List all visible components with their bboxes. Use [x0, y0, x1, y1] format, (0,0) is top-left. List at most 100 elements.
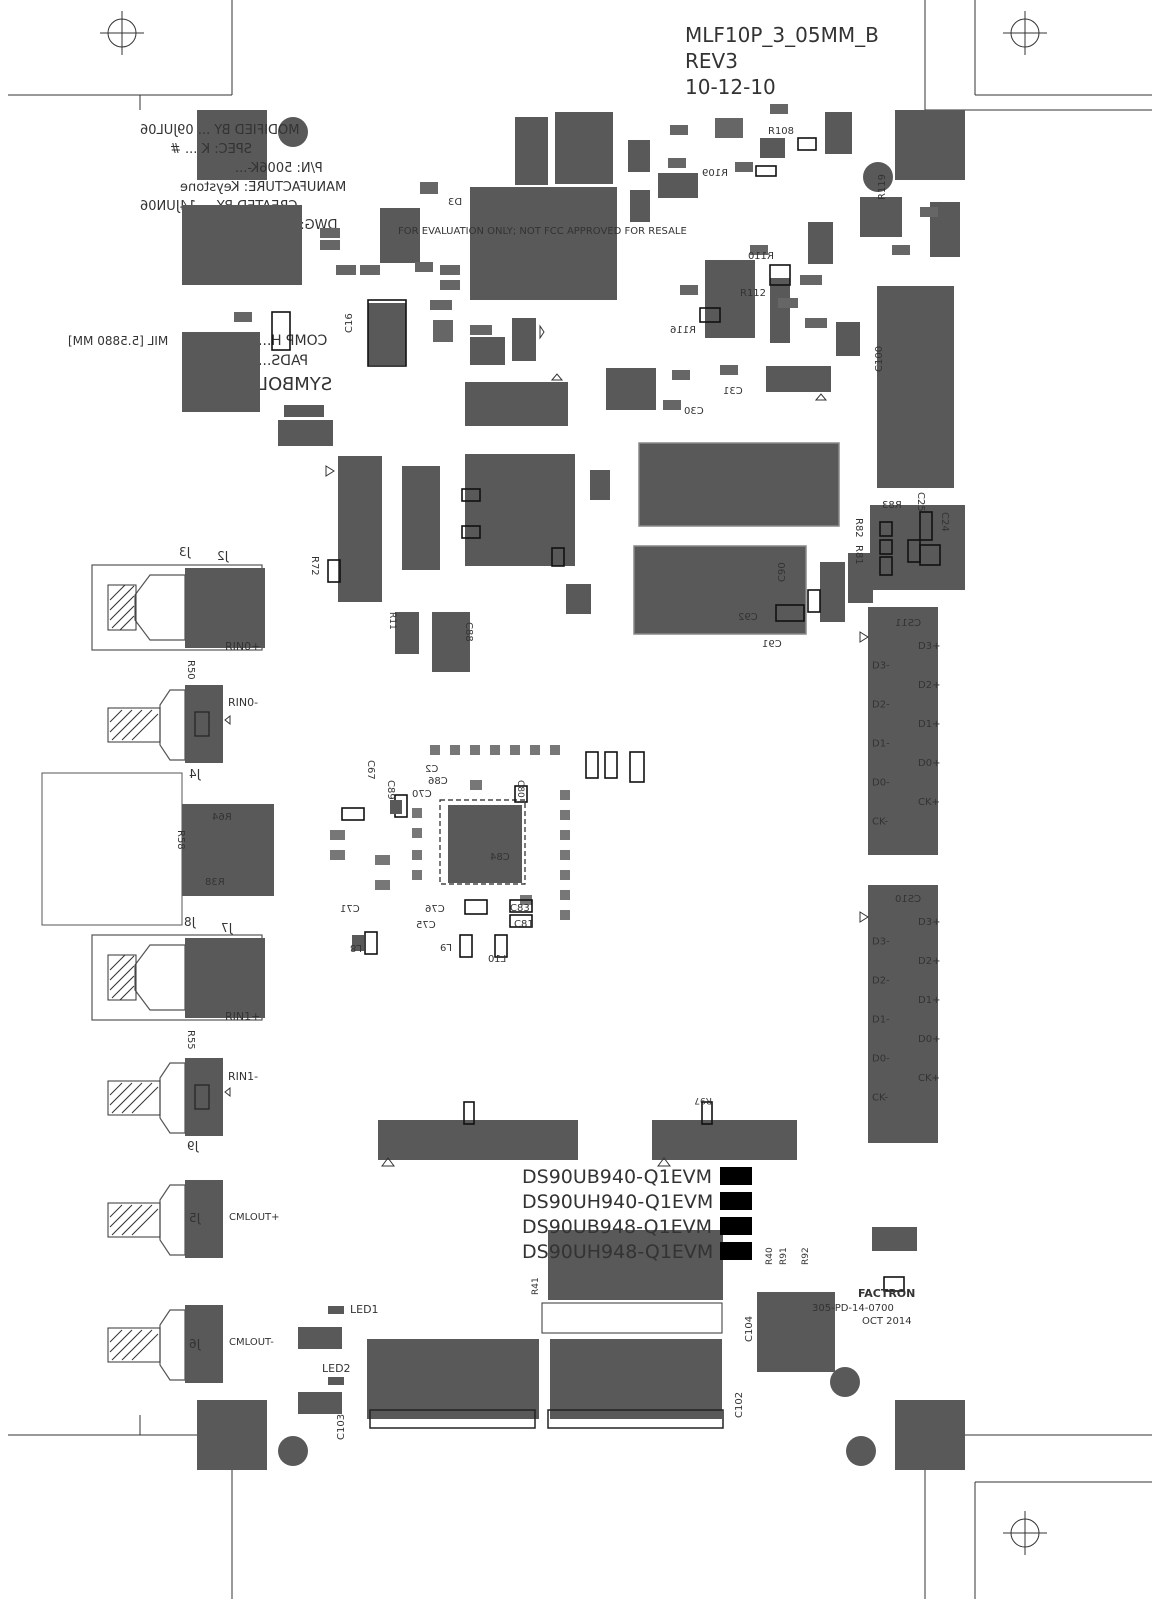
refdes-c102: C102: [734, 1392, 745, 1418]
refdes-r91: R91: [779, 1247, 789, 1265]
refdes-c88: C88: [463, 622, 474, 642]
fiducial-icon: [100, 11, 144, 55]
refdes-l8: L8: [350, 942, 362, 953]
refdes-r81: R81: [853, 545, 864, 565]
refdes-c83: C83: [510, 903, 530, 914]
led2-label: LED2: [322, 1362, 351, 1375]
note-modified: MODIFIED BY ... 09JUL06: [140, 123, 299, 138]
label-j3: J3: [179, 545, 191, 559]
cs11-pin-d0-n: D0-: [872, 778, 890, 789]
refdes-r110: R110: [748, 251, 774, 262]
part-number-2: DS90UH940-Q1EVM: [522, 1191, 713, 1213]
cs10-pin-ck-np: CK+: [918, 1073, 940, 1084]
cs10-pin-d1-n: D1-: [872, 1015, 890, 1026]
refdes-r112: R112: [740, 288, 766, 299]
refdes-r64: R64: [212, 812, 232, 823]
eval-notice: FOR EVALUATION ONLY; NOT FCC APPROVED FO…: [398, 226, 687, 237]
refdes-c70: C70: [412, 789, 432, 800]
cs11-pin-d1-np: D1+: [918, 719, 940, 730]
mounting-pads: [197, 110, 965, 1470]
label-j8: J8: [184, 915, 196, 929]
cs11-pin-d2-np: D2+: [918, 680, 940, 691]
label-j4: J4: [189, 767, 201, 781]
cs11-pin-labels: D3+D3-D2+D2-D1+D1-D0+D0-CK+CK-: [872, 641, 940, 828]
refdes-c100: C100: [874, 346, 885, 372]
sma-icon: [107, 1058, 223, 1136]
part-number-3: DS90UB948-Q1EVM: [522, 1216, 712, 1238]
refdes-c2: C2: [425, 764, 438, 775]
note-spec: SPEC: K ... #: [170, 142, 252, 157]
cs10-pin-d0-np: D0+: [918, 1034, 940, 1045]
factron-name: FACTRON: [858, 1287, 915, 1300]
cs11-pin-d0-np: D0+: [918, 758, 940, 769]
mirrored-notes: MODIFIED BY ... 09JUL06 SPEC: K ... # P/…: [68, 123, 346, 395]
refdes-c104: C104: [744, 1316, 755, 1342]
factron-logo: FACTRON 305-PD-14-0700 OCT 2014: [812, 1287, 915, 1327]
small-passives: [234, 104, 938, 410]
cs10-pin-labels: D3+D3-D2+D2-D1+D1-D0+D0-CK+CK-: [872, 917, 940, 1104]
factron-date: OCT 2014: [862, 1316, 912, 1327]
cs11-pin-d1-n: D1-: [872, 739, 890, 750]
refdes-c86: C86: [428, 776, 448, 787]
sma-icon: [107, 1180, 223, 1258]
cs11-pin-ck-n: CK-: [872, 817, 888, 828]
sma-connectors: [41, 564, 274, 1383]
refdes-r72: R72: [309, 556, 320, 576]
refdes-c92: C92: [738, 612, 758, 623]
part-number-4: DS90UH948-Q1EVM: [522, 1241, 713, 1263]
cs10-label: CS10: [895, 894, 921, 905]
note-pn: P/N: 5006K-...: [235, 161, 323, 176]
label-cmloutn: CMLOUT-: [229, 1337, 274, 1348]
connector-cs11: CS11: [868, 607, 938, 855]
cs10-pin-ck-n: CK-: [872, 1093, 888, 1104]
refdes-r116: R116: [670, 325, 696, 336]
part-number-1: DS90UB940-Q1EVM: [522, 1166, 712, 1188]
label-j5: J5: [189, 1211, 201, 1225]
label-rin0n: RIN0-: [228, 696, 258, 709]
label-cmloutp: CMLOUT+: [229, 1212, 280, 1223]
factron-code: 305-PD-14-0700: [812, 1303, 894, 1314]
sma-icon: [91, 934, 265, 1021]
board-revision: REV3: [685, 49, 738, 73]
refdes-r11: R11: [387, 612, 397, 630]
refdes-l10: L10: [488, 954, 506, 965]
refdes-c81: C81: [514, 919, 534, 930]
refdes-r40: R40: [765, 1247, 775, 1265]
note-symbol: SYMBOL: [258, 374, 332, 395]
refdes-c75: C75: [416, 920, 436, 931]
refdes-c80: C80: [515, 780, 525, 798]
cs10-pin-d1-np: D1+: [918, 995, 940, 1006]
refdes-c67: C67: [365, 760, 376, 780]
refdes-r108: R108: [768, 126, 794, 137]
cs10-pin-d3-n: D3-: [872, 937, 890, 948]
refdes-r109: R109: [702, 168, 728, 179]
refdes-l9: L9: [440, 941, 452, 952]
note-manufacture: MANUFACTURE: Keystone: [180, 180, 346, 195]
led1: [328, 1306, 344, 1314]
led1-label: LED1: [350, 1303, 379, 1316]
triangle-icon: [224, 324, 869, 1167]
label-j9: J9: [187, 1139, 199, 1153]
sma-icon: [91, 564, 265, 651]
refdes-c31: C31: [723, 386, 743, 397]
refdes-r38: R38: [205, 877, 225, 888]
refdes-d3: D3: [448, 197, 462, 208]
refdes-c71: C71: [340, 904, 360, 915]
fiducial-icon: [1003, 11, 1047, 55]
refdes-c90: C90: [777, 562, 788, 582]
label-r55: R55: [185, 1030, 196, 1050]
fiducial-icon: [1003, 1511, 1047, 1555]
refdes-c76: C76: [425, 904, 445, 915]
cs10-pin-d3-np: D3+: [918, 917, 940, 928]
refdes-c16: C16: [344, 313, 355, 333]
bottom-headers: [298, 1101, 917, 1429]
sma-icon: [107, 1305, 223, 1383]
cs11-pin-d3-np: D3+: [918, 641, 940, 652]
note-pads: PADS...: [258, 353, 308, 369]
refdes-c89: C89: [385, 780, 396, 800]
connector-labels: J3 J2 RIN0+ RIN0- R50 J4 J8 J7 RIN1+ R55…: [179, 545, 280, 1351]
cs10-pin-d2-np: D2+: [918, 956, 940, 967]
board-date: 10-12-10: [685, 75, 776, 99]
refdes-r97: R97: [694, 1095, 712, 1105]
